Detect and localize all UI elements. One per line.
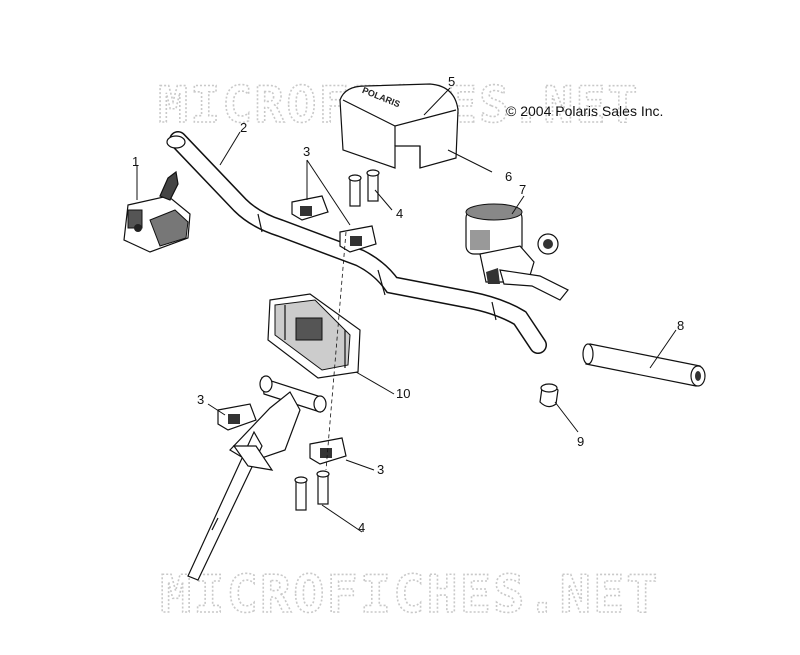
grip	[582, 343, 706, 387]
bar-block	[267, 293, 361, 379]
handlebar	[166, 131, 547, 354]
callout-3-right: 3	[377, 462, 384, 477]
callout-9: 9	[577, 434, 584, 449]
callout-5: 5	[448, 74, 455, 89]
callout-2: 2	[240, 120, 247, 135]
callout-8: 8	[677, 318, 684, 333]
bolts-top	[348, 169, 380, 207]
callout-3-left: 3	[197, 392, 204, 407]
leader-lines	[136, 87, 677, 533]
callout-1: 1	[132, 154, 139, 169]
handlebar-pad: POLARIS	[339, 83, 459, 169]
callout-7: 7	[519, 182, 526, 197]
callout-4-lower: 4	[358, 520, 365, 535]
callout-3-upper: 3	[303, 144, 310, 159]
lower-clamps	[217, 403, 347, 465]
brake-master-cylinder	[465, 203, 569, 301]
upper-clamps	[291, 195, 377, 253]
watermark-bottom: MICROFICHES.NET	[160, 565, 660, 625]
callout-10: 10	[396, 386, 410, 401]
callout-4-upper: 4	[396, 206, 403, 221]
switch-housing	[123, 170, 191, 253]
callout-6: 6	[505, 169, 512, 184]
copyright-notice: © 2004 Polaris Sales Inc.	[506, 103, 664, 119]
bolts-bottom	[294, 470, 330, 511]
callout-labels: 1 2 3 4 5 6 7 8 9 10 3 3 4	[132, 74, 684, 535]
bar-end-cap	[539, 383, 559, 408]
steering-post	[187, 375, 327, 581]
center-line	[325, 231, 347, 471]
